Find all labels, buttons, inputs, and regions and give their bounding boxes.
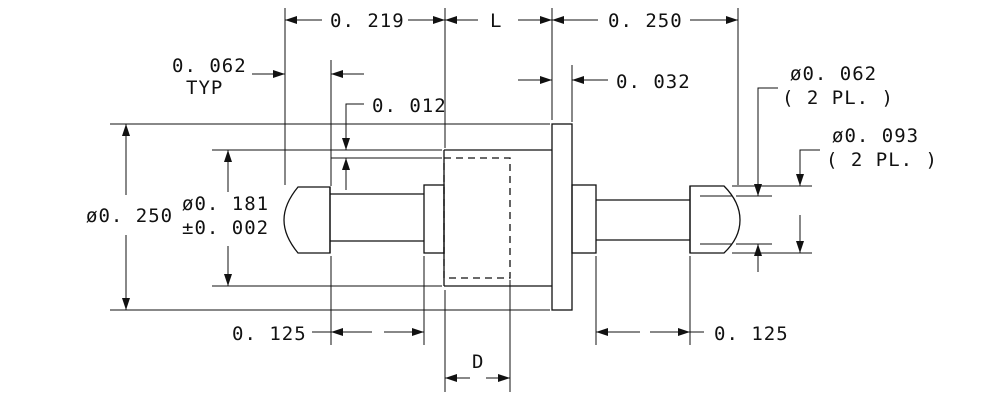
dimension-lines [122,16,820,382]
dim-typ: TYP [186,77,223,99]
left-collar [423,184,445,254]
extension-lines [110,8,812,392]
left-head [283,186,331,254]
dim-dia-0250: ø0. 250 [86,205,173,227]
dim-0219: 0. 219 [330,10,405,32]
dim-0125-left: 0. 125 [232,323,307,345]
dim-0012: 0. 012 [372,95,447,117]
dim-dia-0181: ø0. 181 [182,193,269,215]
dim-0250-top: 0. 250 [608,10,683,32]
dim-dia-0093: ø0. 093 [832,125,919,147]
part-outline [283,123,741,311]
dim-0032: 0. 032 [616,71,691,93]
hidden-insert [443,157,511,279]
dim-0062: 0. 062 [172,55,247,77]
dim-2pl-a: ( 2 PL. ) [782,87,894,109]
dimension-labels: 0. 219 L 0. 250 0. 062 TYP 0. 032 0. 012… [86,10,938,373]
right-head [689,185,741,254]
dim-dia-0062: ø0. 062 [790,63,877,85]
dim-L: L [490,10,502,32]
dim-0125-right: 0. 125 [714,323,789,345]
dim-2pl-b: ( 2 PL. ) [826,149,938,171]
right-collar [571,184,597,254]
dim-tolerance: ±0. 002 [182,217,269,239]
flange [551,123,573,311]
dim-D: D [472,351,484,373]
